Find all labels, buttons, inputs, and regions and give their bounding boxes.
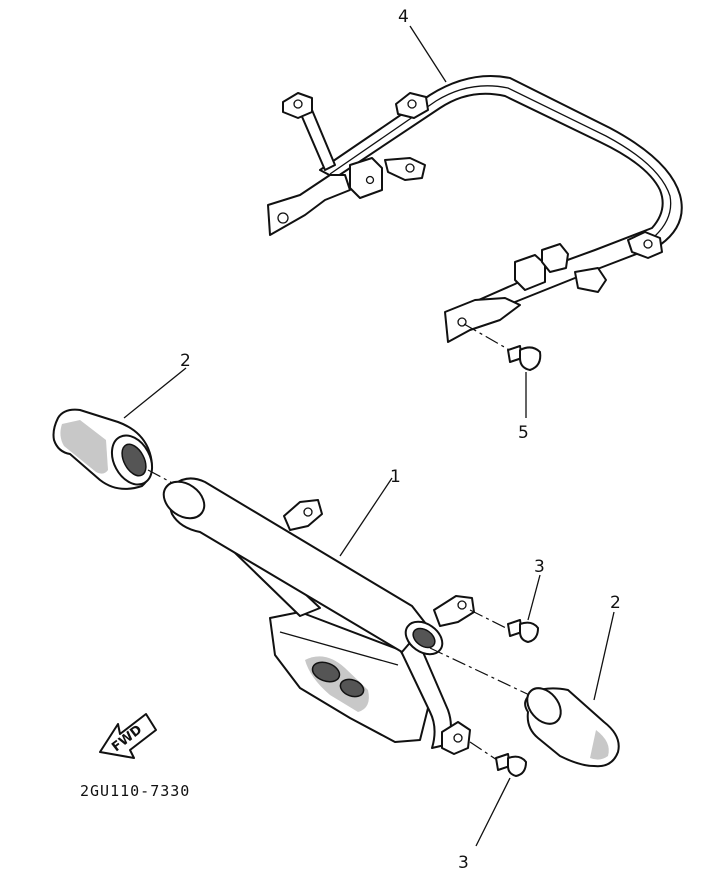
part-2-left-end-cap xyxy=(52,408,154,490)
callout-1: 1 xyxy=(390,467,401,487)
callout-2-left: 2 xyxy=(180,351,191,371)
leader-2-left xyxy=(123,367,187,419)
part-2-right-end-cap xyxy=(524,687,620,768)
assembly-line-3-lower xyxy=(469,741,501,763)
callout-3-lower: 3 xyxy=(458,853,469,873)
callout-3-upper: 3 xyxy=(534,557,545,577)
diagram-code: 2GU110-7330 xyxy=(80,782,190,800)
leader-2-right xyxy=(593,611,615,701)
part-5-bolt xyxy=(507,345,542,371)
leader-4 xyxy=(409,25,447,83)
part-3-lower-bolt xyxy=(495,753,527,777)
assembly-line-2-right xyxy=(429,647,541,701)
callout-4: 4 xyxy=(398,7,409,27)
callout-5: 5 xyxy=(518,423,529,443)
leader-3-upper xyxy=(527,574,541,621)
leader-1 xyxy=(339,477,393,557)
part-1-front-guard xyxy=(162,477,475,755)
leader-3-lower xyxy=(475,777,511,847)
fwd-direction-arrow: FWD xyxy=(99,713,157,759)
part-3-upper-bolt xyxy=(507,619,539,643)
assembly-line-3-upper xyxy=(469,609,511,631)
callout-2-right: 2 xyxy=(610,593,621,613)
part-4-rear-frame xyxy=(267,75,683,343)
